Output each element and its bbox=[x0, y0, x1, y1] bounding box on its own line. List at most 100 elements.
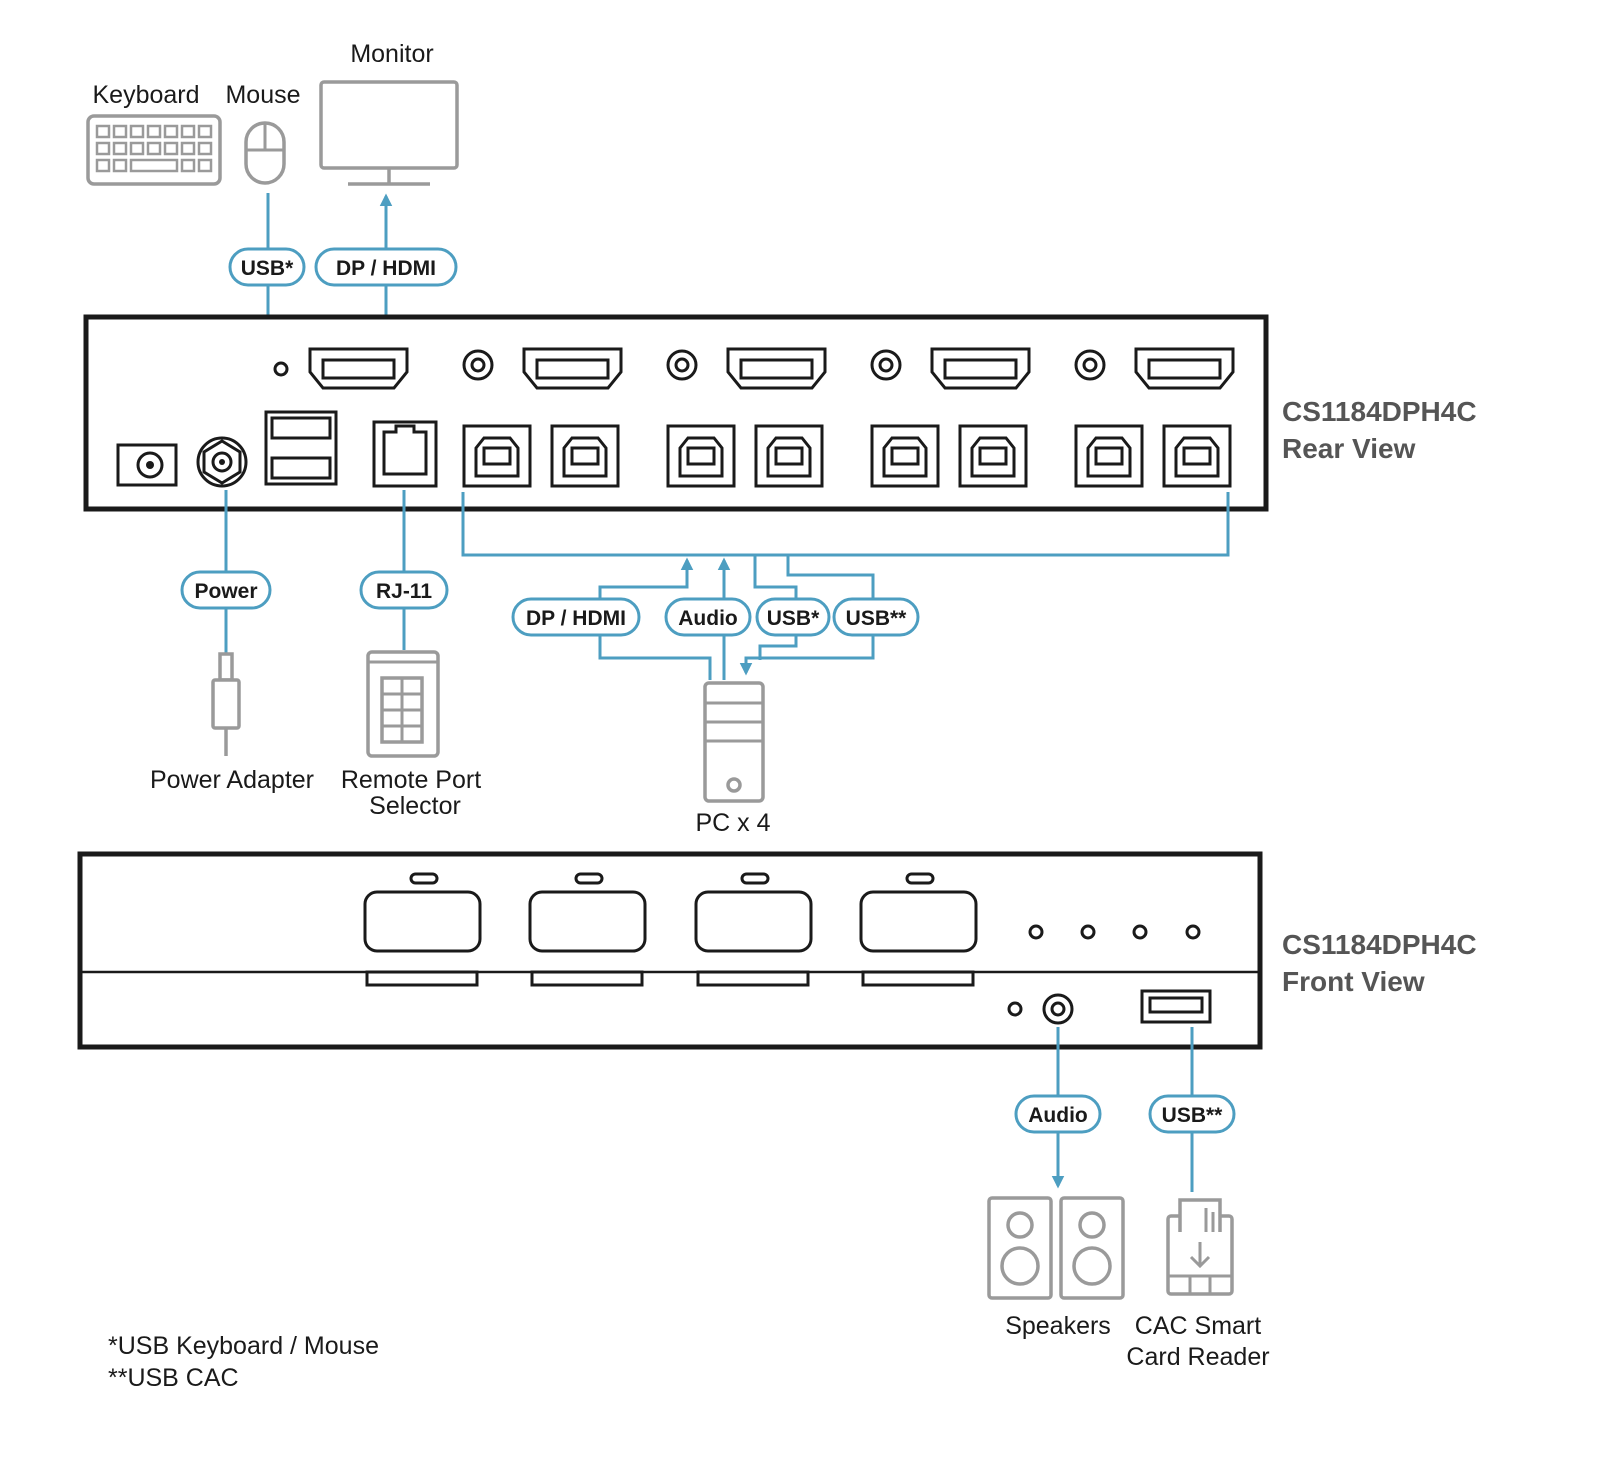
pc-tower-icon bbox=[703, 681, 765, 803]
pc-port-group-3 bbox=[870, 347, 1031, 488]
footnotes: *USB Keyboard / Mouse **USB CAC bbox=[108, 1332, 379, 1392]
port-select-button-3[interactable] bbox=[694, 872, 813, 987]
svg-text:Card Reader: Card Reader bbox=[1126, 1343, 1269, 1371]
cac-card-reader-label: CAC Smart Card Reader bbox=[1126, 1312, 1269, 1371]
power-pill: Power bbox=[180, 570, 272, 610]
rear-view-title: CS1184DPH4C Rear View bbox=[1282, 396, 1477, 464]
svg-text:Power: Power bbox=[194, 580, 257, 603]
mouse-label: Mouse bbox=[225, 81, 300, 109]
svg-text:CS1184DPH4C: CS1184DPH4C bbox=[1282, 396, 1477, 427]
monitor-label: Monitor bbox=[350, 40, 433, 68]
pc-port-group-1 bbox=[462, 347, 623, 488]
pc-usb-pill: USB* bbox=[755, 597, 831, 637]
port-button[interactable] bbox=[363, 890, 482, 953]
pc-hdmi-port-inner bbox=[739, 358, 814, 380]
svg-text:USB**: USB** bbox=[1162, 1104, 1224, 1127]
remote-port-selector-icon bbox=[366, 650, 440, 758]
front-panel bbox=[77, 851, 1263, 1050]
status-led-2 bbox=[1080, 924, 1096, 940]
pc-hdmi-port-inner bbox=[943, 358, 1018, 380]
status-led-3 bbox=[1132, 924, 1148, 940]
port-button[interactable] bbox=[528, 890, 647, 953]
rear-panel bbox=[83, 314, 1269, 512]
svg-text:Rear View: Rear View bbox=[1282, 433, 1416, 464]
svg-text:USB**: USB** bbox=[846, 607, 908, 630]
port-button[interactable] bbox=[859, 890, 978, 953]
console-usb-ports bbox=[264, 410, 338, 486]
svg-text:CAC Smart: CAC Smart bbox=[1135, 1312, 1261, 1340]
footnote-usb: *USB Keyboard / Mouse bbox=[108, 1332, 379, 1360]
pc-hdmi-port-inner bbox=[1147, 358, 1222, 380]
svg-text:DP / HDMI: DP / HDMI bbox=[526, 607, 626, 630]
port-led bbox=[905, 872, 935, 885]
keyboard-icon bbox=[86, 114, 222, 186]
port-led bbox=[409, 872, 439, 885]
led-indicator bbox=[273, 361, 289, 377]
mouse-icon bbox=[244, 121, 286, 185]
port-led bbox=[740, 872, 770, 885]
svg-text:Remote Port: Remote Port bbox=[341, 766, 481, 794]
usb-b-tongue bbox=[1182, 446, 1212, 466]
usb-b-tongue bbox=[686, 446, 716, 466]
svg-text:CS1184DPH4C: CS1184DPH4C bbox=[1282, 929, 1477, 960]
front-usb-port bbox=[1140, 989, 1212, 1024]
pc-audio-jack-inner bbox=[470, 357, 486, 373]
front-audio-jack bbox=[1042, 993, 1074, 1025]
status-led-4 bbox=[1185, 924, 1201, 940]
svg-text:USB*: USB* bbox=[767, 607, 820, 630]
front-view-title: CS1184DPH4C Front View bbox=[1282, 929, 1477, 997]
power-adapter-label: Power Adapter bbox=[150, 766, 314, 794]
pc-hdmi-port-inner bbox=[535, 358, 610, 380]
footnote-cac: **USB CAC bbox=[108, 1364, 239, 1392]
usb-keyboard-mouse-pill: USB* bbox=[228, 247, 306, 287]
port-select-button-4[interactable] bbox=[859, 872, 978, 987]
rj11-port bbox=[372, 420, 438, 488]
svg-text:USB*: USB* bbox=[241, 257, 294, 280]
pc-port-group-2 bbox=[666, 347, 827, 488]
pc-port-group-4 bbox=[1074, 347, 1235, 488]
pc-usb-cac-pill: USB** bbox=[832, 597, 920, 637]
speakers-icon bbox=[987, 1196, 1125, 1300]
power-jack-port bbox=[116, 443, 178, 487]
port-led bbox=[574, 872, 604, 885]
port-label-strip bbox=[696, 970, 810, 987]
usb-b-tongue bbox=[1094, 446, 1124, 466]
usb-b-tongue bbox=[890, 446, 920, 466]
svg-text:RJ-11: RJ-11 bbox=[376, 580, 432, 603]
svg-text:Audio: Audio bbox=[678, 607, 737, 630]
port-select-button-2[interactable] bbox=[528, 872, 647, 987]
cac-card-reader-icon bbox=[1166, 1198, 1234, 1296]
svg-text:Audio: Audio bbox=[1028, 1104, 1087, 1127]
svg-text:Front View: Front View bbox=[1282, 966, 1425, 997]
pc-dp-hdmi-pill: DP / HDMI bbox=[511, 597, 641, 637]
console-hdmi-port bbox=[308, 347, 409, 390]
usb-b-tongue bbox=[482, 446, 512, 466]
rj11-pill: RJ-11 bbox=[359, 570, 449, 610]
svg-text:DP / HDMI: DP / HDMI bbox=[336, 257, 436, 280]
front-audio-pill: Audio bbox=[1014, 1094, 1102, 1134]
usb-b-tongue bbox=[570, 446, 600, 466]
port-button[interactable] bbox=[694, 890, 813, 953]
status-led-1 bbox=[1028, 924, 1044, 940]
remote-port-selector-label: Remote Port Selector bbox=[341, 766, 481, 820]
front-usb-cac-pill: USB** bbox=[1148, 1094, 1236, 1134]
pc-bus-connector bbox=[461, 492, 1230, 680]
pc-audio-jack-inner bbox=[1082, 357, 1098, 373]
port-label-strip bbox=[861, 970, 975, 987]
port-label-strip bbox=[530, 970, 644, 987]
usb-b-tongue bbox=[774, 446, 804, 466]
monitor-icon bbox=[319, 80, 459, 186]
audio-led bbox=[1007, 1001, 1023, 1017]
port-select-button-1[interactable] bbox=[363, 872, 482, 987]
port-label-strip bbox=[365, 970, 479, 987]
dp-hdmi-monitor-pill: DP / HDMI bbox=[314, 247, 458, 287]
speakers-label: Speakers bbox=[1005, 1312, 1111, 1340]
power-adapter-icon bbox=[211, 652, 241, 756]
power-socket-port bbox=[196, 436, 248, 488]
pc-audio-jack-inner bbox=[674, 357, 690, 373]
pc-label: PC x 4 bbox=[695, 809, 770, 837]
keyboard-label: Keyboard bbox=[92, 81, 199, 109]
pc-audio-jack-inner bbox=[878, 357, 894, 373]
svg-text:Selector: Selector bbox=[369, 792, 461, 820]
